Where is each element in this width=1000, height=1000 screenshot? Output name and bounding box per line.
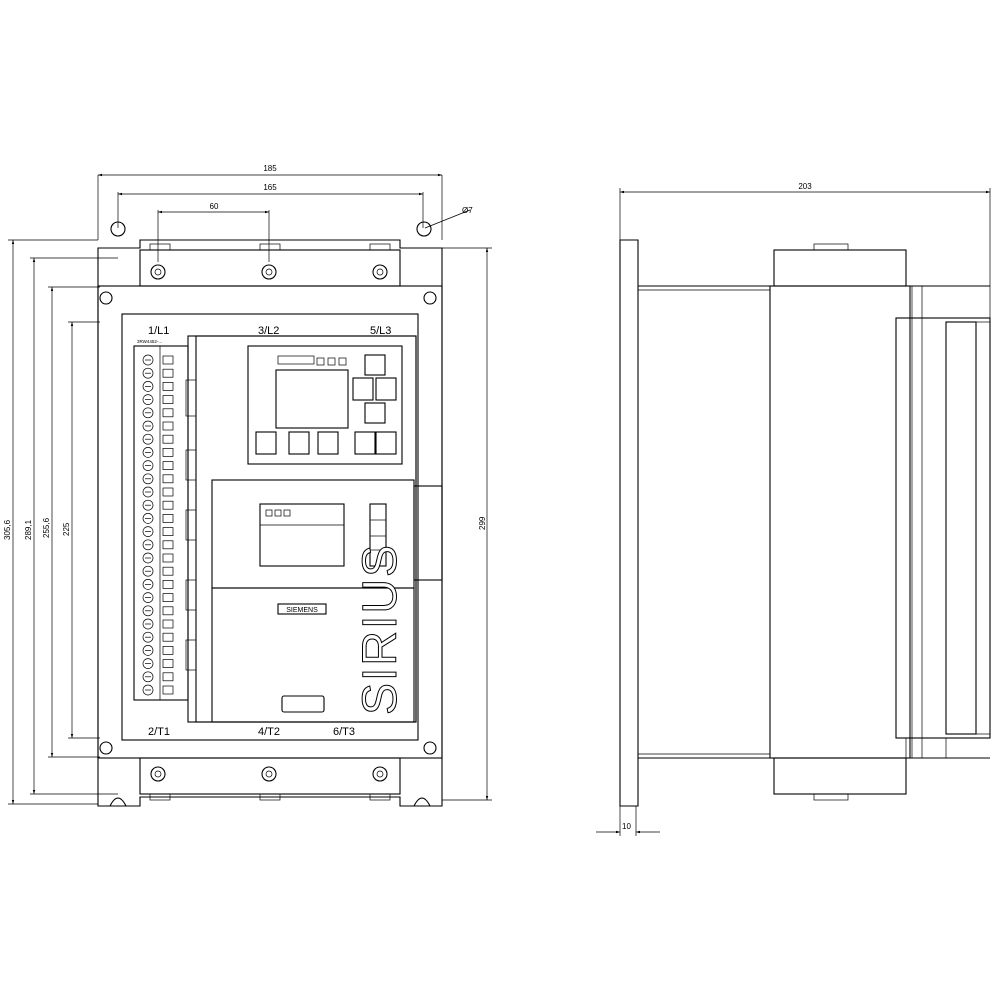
front-view: 185 165 60 Ø7 305,6 289,1 255,6 <box>3 164 492 807</box>
dim-height-3: 255,6 <box>42 517 51 538</box>
device-face: SIEMENS SIRIUS <box>185 335 443 723</box>
dim-total-height: 305,6 <box>3 519 12 540</box>
terminal-screw <box>142 684 154 696</box>
terminal-screw <box>142 447 154 458</box>
terminal-screw <box>142 618 154 630</box>
model-label: 3RW4452-... <box>137 339 162 344</box>
terminal-screw <box>142 460 154 471</box>
terminal-marker <box>162 632 174 642</box>
top-dimensions: 185 165 60 Ø7 <box>97 164 473 262</box>
left-dimensions: 305,6 289,1 255,6 225 299 <box>3 239 492 805</box>
terminal-marker <box>162 540 174 550</box>
terminal-marker <box>162 566 174 576</box>
terminal-screw <box>142 367 154 379</box>
terminal-screw <box>142 433 154 445</box>
terminal-screw <box>142 552 154 564</box>
dim-right-height: 299 <box>478 516 487 530</box>
terminal-screw <box>142 394 154 405</box>
terminal-marker <box>162 527 174 536</box>
terminal-marker <box>162 434 174 444</box>
terminal-screw <box>142 658 154 669</box>
terminal-screw <box>142 592 154 603</box>
terminal-marker <box>162 606 174 616</box>
terminal-marker <box>162 421 174 431</box>
terminal-screw <box>142 579 154 590</box>
terminal-screw <box>142 671 154 683</box>
screw-rows <box>142 354 174 696</box>
terminal-marker <box>162 448 174 457</box>
terminal-5-l3: 5/L3 <box>370 325 391 337</box>
terminal-screw <box>142 539 154 551</box>
side-dimensions: 203 10 <box>596 182 991 836</box>
terminal-3-l2: 3/L2 <box>258 325 279 337</box>
terminal-1-l1: 1/L1 <box>148 325 169 337</box>
terminal-screw <box>142 499 154 511</box>
side-view: 203 10 <box>596 182 991 836</box>
terminal-screw <box>142 631 154 643</box>
terminal-marker <box>162 553 174 563</box>
terminal-screw <box>142 381 154 392</box>
terminal-marker <box>162 514 174 523</box>
dim-height-2: 289,1 <box>24 519 33 540</box>
terminal-marker <box>162 461 174 470</box>
terminal-marker <box>162 382 174 391</box>
dim-hole-spacing: 60 <box>210 202 219 211</box>
terminal-screw <box>142 473 154 485</box>
terminal-marker <box>162 487 174 497</box>
terminal-screw <box>142 420 154 432</box>
terminal-2-t1: 2/T1 <box>148 726 170 738</box>
terminal-screws <box>150 264 388 782</box>
dim-hole-diameter: Ø7 <box>462 206 473 215</box>
display-screen <box>275 369 349 429</box>
mounting-holes <box>99 221 437 755</box>
terminal-screw <box>142 565 154 577</box>
terminal-marker <box>162 474 174 484</box>
terminal-marker <box>162 368 174 378</box>
side-body <box>619 239 991 807</box>
terminal-labels: 1/L1 3/L2 5/L3 2/T1 4/T2 6/T3 3RW4452-..… <box>137 325 391 738</box>
terminal-screw <box>142 486 154 498</box>
dim-offset: 10 <box>622 822 631 831</box>
terminal-marker <box>162 646 174 655</box>
terminal-screw <box>142 407 154 419</box>
terminal-screw <box>142 605 154 617</box>
terminal-marker <box>162 408 174 418</box>
brand-logo: SIRIUS <box>354 543 407 715</box>
terminal-marker <box>162 500 174 510</box>
control-terminal-strip <box>133 345 189 701</box>
dim-height-4: 225 <box>62 522 71 536</box>
terminal-screw <box>142 526 154 537</box>
terminal-marker <box>162 619 174 629</box>
terminal-marker <box>162 659 174 668</box>
terminal-6-t3: 6/T3 <box>333 726 355 738</box>
terminal-screw <box>142 354 154 366</box>
terminal-screw <box>142 645 154 656</box>
dim-depth: 203 <box>798 182 812 191</box>
terminal-marker <box>162 593 174 602</box>
terminal-4-t2: 4/T2 <box>258 726 280 738</box>
terminal-marker <box>162 672 174 682</box>
terminal-marker <box>162 685 174 695</box>
terminal-marker <box>162 355 174 365</box>
terminal-screw <box>142 513 154 524</box>
dim-hole-width: 165 <box>263 183 277 192</box>
siemens-plate: SIEMENS <box>286 607 318 614</box>
terminal-marker <box>162 395 174 404</box>
terminal-marker <box>162 580 174 589</box>
dim-outer-width: 185 <box>263 164 277 173</box>
